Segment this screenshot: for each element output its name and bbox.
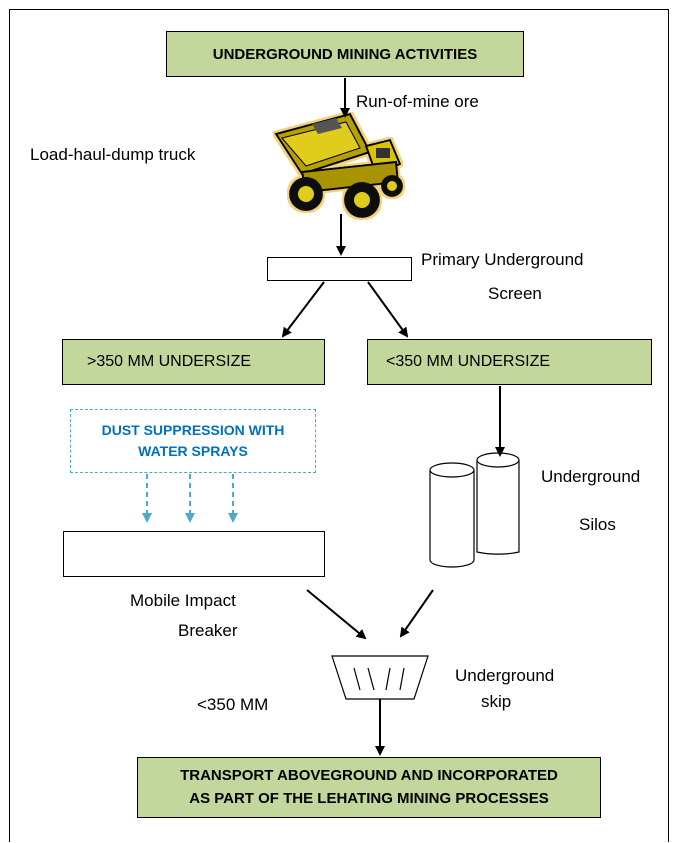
arrow-screen-to-oversize bbox=[281, 281, 325, 338]
diagram-frame bbox=[9, 9, 669, 842]
undersize-label: <350 MM UNDERSIZE bbox=[386, 353, 551, 370]
final-line1: TRANSPORT ABOVEGROUND AND INCORPORATED bbox=[180, 767, 558, 784]
primary-screen-box bbox=[267, 257, 412, 281]
final-line2: AS PART OF THE LEHATING MINING PROCESSES bbox=[189, 789, 549, 807]
dust-suppression-box: DUST SUPPRESSION WITH WATER SPRAYS bbox=[70, 409, 316, 473]
silos-label-line2: Silos bbox=[579, 515, 616, 534]
oversize-box: >350 MM UNDERSIZE bbox=[62, 339, 325, 385]
skip-label-line2: skip bbox=[481, 692, 512, 711]
breaker-label-line1: Mobile Impact bbox=[130, 591, 236, 610]
arrow-breaker-to-skip bbox=[306, 589, 367, 640]
dump-truck-icon bbox=[274, 112, 403, 218]
underground-mining-box: UNDERGROUND MINING ACTIVITIES bbox=[166, 31, 524, 77]
dust-line1: DUST SUPPRESSION WITH bbox=[101, 422, 285, 438]
arrow-screen-to-undersize bbox=[367, 281, 409, 338]
skip-icon bbox=[331, 655, 429, 700]
impact-breaker-box bbox=[63, 531, 325, 577]
undersize-box: <350 MM UNDERSIZE bbox=[367, 339, 652, 385]
arrow-silos-to-skip bbox=[399, 589, 434, 638]
transport-aboveground-box: TRANSPORT ABOVEGROUND AND INCORPORATED A… bbox=[137, 757, 601, 818]
truck-label: Load-haul-dump truck bbox=[30, 145, 196, 164]
breaker-label-line2: Breaker bbox=[178, 621, 238, 640]
run-of-mine-label: Run-of-mine ore bbox=[356, 92, 479, 111]
skip-label-line1: Underground bbox=[455, 666, 555, 685]
screen-label-line2: Screen bbox=[488, 284, 542, 303]
dust-line2: WATER SPRAYS bbox=[138, 443, 248, 459]
silos-label-line1: Underground bbox=[541, 467, 641, 486]
silos-icon bbox=[429, 452, 520, 568]
size-note-label: <350 MM bbox=[197, 695, 269, 714]
screen-label-line1: Primary Underground bbox=[421, 250, 584, 269]
oversize-label: >350 MM UNDERSIZE bbox=[87, 353, 252, 370]
underground-mining-label: UNDERGROUND MINING ACTIVITIES bbox=[212, 45, 478, 63]
